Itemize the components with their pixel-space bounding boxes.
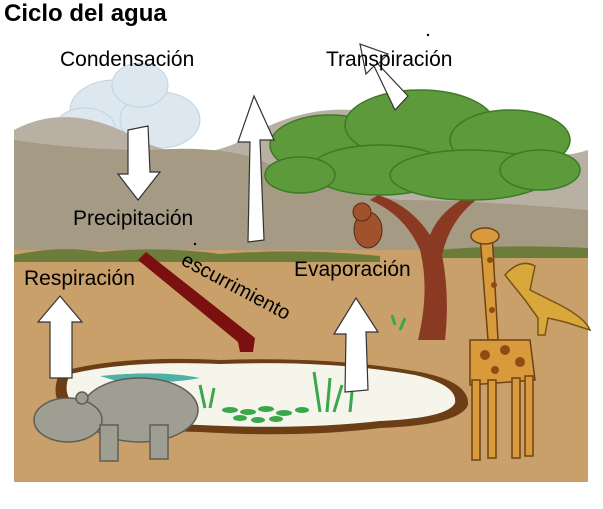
arrow-respiracion xyxy=(36,295,84,379)
arrow-precipitacion-up xyxy=(237,94,275,243)
giraffe xyxy=(469,227,536,461)
grass-strip xyxy=(14,249,380,262)
lily-pads xyxy=(222,406,309,423)
arrow-evaporacion xyxy=(332,296,380,393)
runoff-path xyxy=(138,252,255,352)
grass-strip-right xyxy=(440,246,588,258)
label-transpiracion: Transpiración xyxy=(326,48,452,71)
hippo xyxy=(33,377,199,462)
reeds xyxy=(198,314,407,413)
dot-marker xyxy=(426,33,430,37)
tree-animal xyxy=(352,202,383,249)
arrow-condensacion xyxy=(116,125,162,201)
label-precipitacion: Precipitación xyxy=(73,207,193,230)
dinosaur xyxy=(504,262,592,336)
tree-canopy xyxy=(264,89,581,201)
dot-marker xyxy=(193,242,197,246)
label-respiracion: Respiración xyxy=(24,267,135,290)
giraffe-spots xyxy=(480,257,525,374)
tree-trunk xyxy=(370,195,476,340)
page-title: Ciclo del agua xyxy=(4,0,167,27)
label-evaporacion: Evaporación xyxy=(294,258,411,281)
label-condensacion: Condensación xyxy=(60,48,194,71)
arrow-transpiracion xyxy=(359,43,409,112)
